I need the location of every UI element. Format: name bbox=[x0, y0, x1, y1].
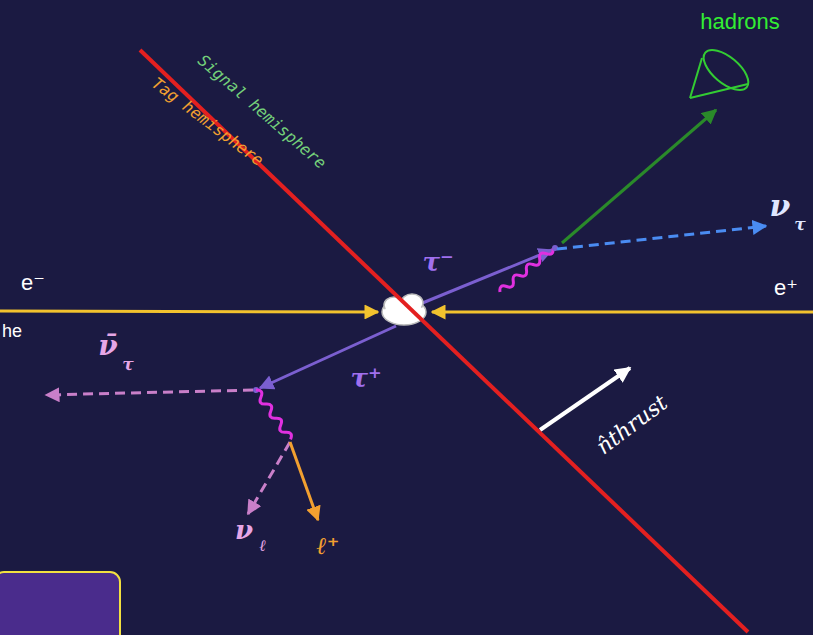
particle-subscript: τ bbox=[794, 216, 805, 233]
collision-blob bbox=[382, 294, 426, 325]
cut-text: he bbox=[2, 322, 22, 340]
beam-label: e⁻ bbox=[21, 272, 45, 294]
particle-subscript: τ bbox=[122, 356, 133, 373]
particle-symbol: ν̄ bbox=[98, 332, 117, 360]
particle-symbol: ν bbox=[770, 191, 791, 221]
tau-minus-track bbox=[420, 250, 552, 304]
thrust-arrow bbox=[540, 368, 630, 430]
hemisphere-divider bbox=[140, 50, 748, 632]
particle-label: τ⁺ bbox=[350, 365, 381, 391]
neutrino-track bbox=[557, 226, 766, 249]
positron-beam bbox=[432, 311, 813, 314]
neutrino-track bbox=[248, 442, 290, 514]
corner-panel bbox=[0, 572, 120, 635]
particle-symbol: ν bbox=[235, 517, 253, 543]
particle-label: ℓ⁺ bbox=[317, 534, 340, 558]
particle-label: τ⁻ bbox=[422, 249, 453, 275]
antineutrino-track bbox=[46, 390, 253, 395]
hadron-cone bbox=[690, 43, 755, 98]
thrust-label: n̂thrust bbox=[593, 392, 672, 459]
beam-label: e⁺ bbox=[774, 277, 798, 299]
hadron-track bbox=[562, 110, 716, 243]
w-boson-wave bbox=[498, 245, 555, 294]
lepton-track bbox=[290, 442, 318, 520]
w-boson-wave bbox=[253, 388, 293, 441]
electron-beam bbox=[0, 311, 378, 312]
particle-subscript: ℓ bbox=[260, 538, 267, 554]
hadrons-label: hadrons bbox=[700, 11, 780, 33]
